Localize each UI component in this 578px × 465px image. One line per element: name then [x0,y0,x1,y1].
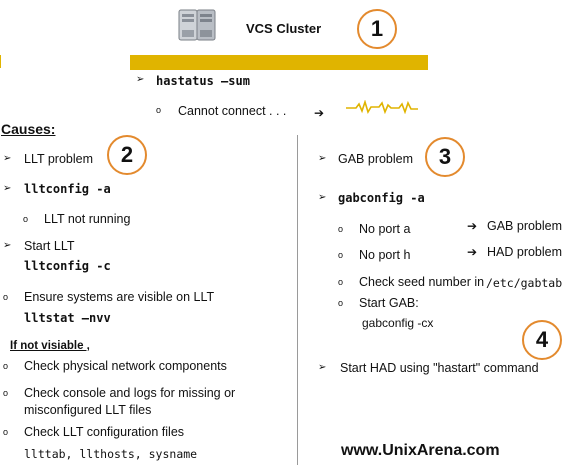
pulse-icon [346,99,418,117]
check-console-line-2: misconfigured LLT files [24,403,152,417]
no-port-h-text: No port h [359,248,411,262]
marker-2: 2 [107,135,147,175]
marker-3: 3 [425,137,465,177]
marker-4: 4 [522,320,562,360]
circle-bullet: o [338,277,344,287]
circle-bullet: o [3,388,9,398]
column-divider [297,135,298,465]
check-llt-config-text: Check LLT configuration files [24,425,185,439]
arrow-bullet: ➢ [318,192,327,203]
arrow-bullet: ➢ [3,183,12,194]
left-edge-mark [0,55,1,68]
ensure-visible-text: Ensure systems are visible on LLT [24,290,215,304]
circle-bullet: o [338,250,344,260]
circle-bullet: o [156,105,162,115]
llt-not-running-text: LLT not running [44,212,131,226]
arrow-right-icon: ➔ [467,245,478,259]
causes-heading: Causes: [1,121,56,137]
start-llt-text: Start LLT [24,239,75,253]
diagram-title: VCS Cluster [246,21,322,36]
llt-config-files: llttab, llthosts, sysname [24,447,198,461]
circle-bullet: o [3,361,9,371]
arrow-bullet: ➢ [3,153,12,164]
check-console-line-1: Check console and logs for missing or [24,386,236,400]
circle-bullet: o [338,224,344,234]
website-label: www.UnixArena.com [341,442,500,459]
check-seed-text: Check seed number in [359,275,485,289]
start-gab-text: Start GAB: [359,296,419,310]
lltstat-command: lltstat –nvv [24,311,111,325]
hastatus-command: hastatus –sum [156,74,250,88]
arrow-bullet: ➢ [318,362,327,373]
arrow-bullet: ➢ [318,153,327,164]
arrow-bullet: ➢ [3,240,12,251]
circle-bullet: o [23,214,29,224]
marker-1: 1 [357,9,397,49]
lltconfig-c-command: lltconfig -c [24,259,111,273]
circle-bullet: o [3,427,9,437]
start-had-text: Start HAD using "hastart" command [340,361,539,375]
gabconfig-command: gabconfig -a [338,191,425,205]
no-port-a-text: No port a [359,222,411,236]
gab-problem-text: GAB problem [338,152,414,166]
arrow-right-icon: ➔ [467,219,478,233]
cannot-connect-text: Cannot connect . . . [178,104,287,118]
gold-bar [130,55,428,70]
lltconfig-command: lltconfig -a [24,182,111,196]
gab-problem-label: GAB problem [487,219,563,233]
gabtab-path: /etc/gabtab [486,276,563,290]
llt-problem-text: LLT problem [24,152,94,166]
arrow-bullet: ➢ [136,74,145,85]
had-problem-label: HAD problem [487,245,563,259]
circle-bullet: o [3,292,9,302]
check-network-text: Check physical network components [24,359,227,373]
if-not-visible-heading: If not visiable , [10,340,90,352]
gabconfig-cx-command: gabconfig -cx [362,316,434,330]
arrow-right-icon: ➔ [314,106,325,120]
circle-bullet: o [338,298,344,308]
server-icon [176,6,220,47]
